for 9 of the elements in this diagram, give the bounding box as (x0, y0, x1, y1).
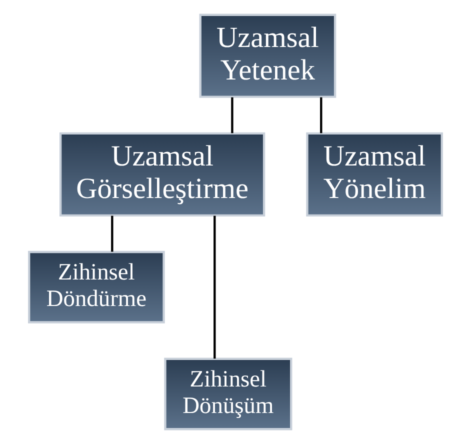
node-box: Uzamsal Görselleştirme (58, 132, 265, 216)
node-box: Zihinsel Dönüşüm (164, 357, 292, 430)
connector (110, 215, 113, 252)
connector (320, 96, 322, 133)
node-box: Zihinsel Döndürme (28, 250, 164, 323)
node-box: Uzamsal Yetenek (198, 13, 336, 98)
connector (230, 96, 233, 133)
node-box: Uzamsal Yönelim (306, 132, 442, 216)
connector (213, 215, 216, 358)
